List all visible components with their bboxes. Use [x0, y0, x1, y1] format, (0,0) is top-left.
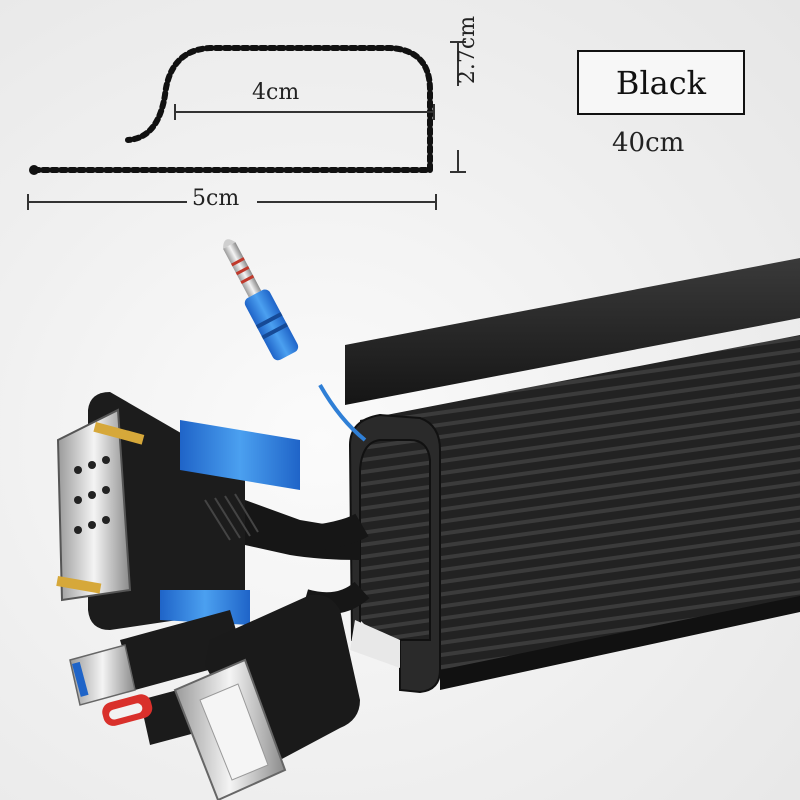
height-dimension	[450, 41, 466, 173]
vga-connector	[56, 392, 360, 630]
color-option-badge: Black	[577, 50, 745, 115]
usb-a-connector	[69, 610, 245, 706]
audio-jack	[223, 239, 299, 361]
height-label: 2.7cm	[455, 15, 480, 85]
outer-width-dimension	[27, 194, 437, 210]
length-label: 40cm	[612, 128, 685, 158]
hdmi-connector	[173, 594, 360, 800]
outer-width-label: 5cm	[192, 186, 240, 211]
inner-width-label: 4cm	[252, 80, 300, 105]
cable-raceway-profile	[345, 258, 800, 694]
inner-width-dimension	[174, 104, 435, 120]
color-label: Black	[615, 63, 707, 102]
